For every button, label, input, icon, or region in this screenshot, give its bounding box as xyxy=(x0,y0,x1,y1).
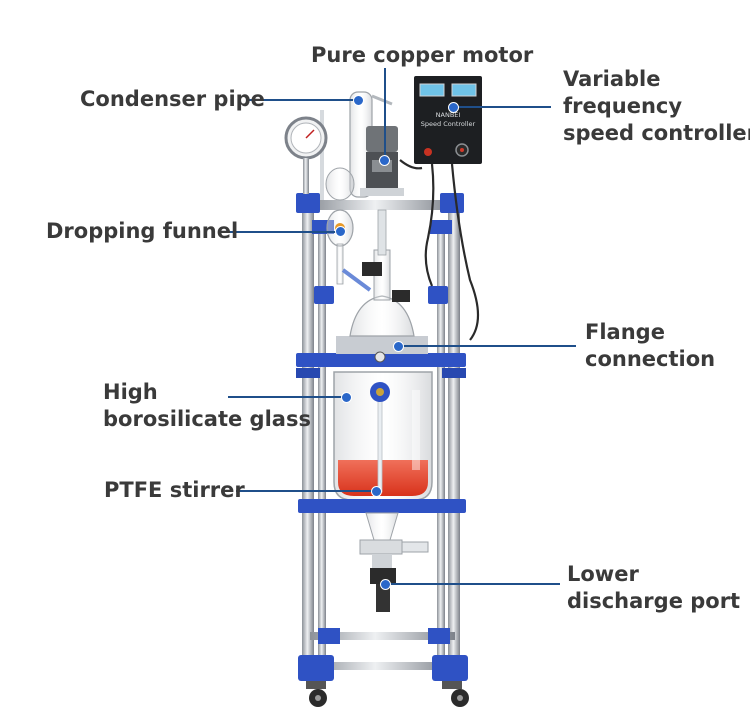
label-text: Dropping funnel xyxy=(46,219,239,243)
leader-speed-controller xyxy=(453,106,551,108)
label-line: connection xyxy=(585,347,716,371)
callout-dot-motor xyxy=(378,154,390,166)
callout-dot-glass xyxy=(340,391,352,403)
label-ptfe-stirrer: PTFE stirrer xyxy=(104,477,245,504)
label-line: speed controller xyxy=(563,121,750,145)
callout-dot-flange xyxy=(392,340,404,352)
label-line: High xyxy=(103,380,158,404)
power-cables xyxy=(399,159,480,341)
leader-dropping-funnel xyxy=(224,231,340,233)
leader-ptfe-stirrer xyxy=(236,490,376,492)
label-pure-copper-motor: Pure copper motor xyxy=(311,42,533,69)
reactor-vessel xyxy=(333,371,433,501)
label-text: Condenser pipe xyxy=(80,87,265,111)
label-line: Variable xyxy=(563,67,661,91)
leader-borosilicate-glass xyxy=(228,396,346,398)
label-speed-controller: Variable frequency speed controller xyxy=(563,66,750,147)
support-frame xyxy=(296,193,469,707)
label-condenser-pipe: Condenser pipe xyxy=(80,86,265,113)
callout-dot-controller xyxy=(447,101,459,113)
label-text: Pure copper motor xyxy=(311,43,534,67)
bottom-plate xyxy=(298,499,466,513)
controller-caption: Speed Controller xyxy=(421,120,476,128)
leader-pure-copper-motor xyxy=(384,68,386,160)
leader-discharge-port xyxy=(385,583,560,585)
leader-condenser-pipe xyxy=(248,99,358,101)
label-line: Flange xyxy=(585,320,665,344)
discharge-valve xyxy=(359,512,429,612)
flange-frame xyxy=(296,336,466,378)
callout-dot-condenser xyxy=(352,94,364,106)
label-dropping-funnel: Dropping funnel xyxy=(46,218,238,245)
label-flange-connection: Flange connection xyxy=(585,319,715,373)
controller-brand: NANBEI xyxy=(436,111,461,119)
label-borosilicate-glass: High borosilicate glass xyxy=(103,379,311,433)
callout-dot-stirrer xyxy=(370,485,382,497)
label-line: Lower xyxy=(567,562,639,586)
reactor-lid xyxy=(349,209,415,337)
label-line: discharge port xyxy=(567,589,741,613)
speed-controller-box: NANBEI Speed Controller xyxy=(414,76,482,164)
callout-dot-funnel xyxy=(334,225,346,237)
label-line: frequency xyxy=(563,94,683,118)
label-text: PTFE stirrer xyxy=(104,478,245,502)
label-discharge-port: Lower discharge port xyxy=(567,561,740,615)
label-line: borosilicate glass xyxy=(103,407,311,431)
leader-flange-connection xyxy=(398,345,576,347)
callout-dot-discharge xyxy=(379,578,391,590)
pressure-gauge xyxy=(284,116,328,194)
dropping-funnel xyxy=(326,209,372,292)
